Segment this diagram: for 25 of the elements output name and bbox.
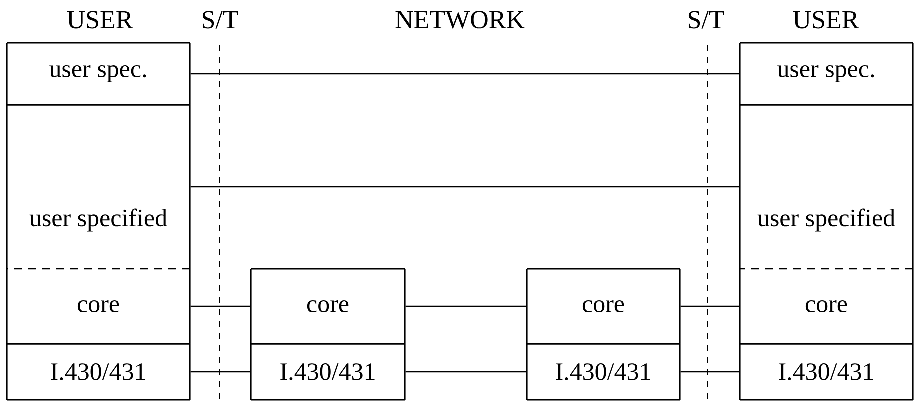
layer-box: I.430/431: [6, 343, 191, 401]
column-heading: USER: [67, 11, 134, 29]
column-heading: USER: [793, 11, 860, 29]
layer-box: I.430/431: [739, 343, 914, 401]
connector-line: [406, 306, 526, 308]
layer-box: user specified: [739, 104, 914, 270]
layer-box: user spec.: [6, 42, 191, 106]
layer-box: I.430/431: [250, 343, 406, 401]
connector-line: [190, 186, 740, 188]
connector-line: [680, 371, 740, 373]
connector-line: [190, 371, 250, 373]
layer-box: I.430/431: [526, 343, 681, 401]
connector-line: [680, 306, 740, 308]
layer-box: core: [250, 268, 406, 345]
layer-box: core: [526, 268, 681, 345]
column-heading: S/T: [202, 11, 238, 29]
connector-line: [190, 73, 740, 75]
column-heading: NETWORK: [396, 11, 525, 29]
column-heading: S/T: [688, 11, 724, 29]
layer-box: core: [739, 269, 914, 345]
layer-box: core: [6, 269, 191, 345]
connector-line: [190, 306, 250, 308]
connector-line: [406, 371, 526, 373]
layer-box: user specified: [6, 104, 191, 270]
layer-box: user spec.: [739, 42, 914, 106]
